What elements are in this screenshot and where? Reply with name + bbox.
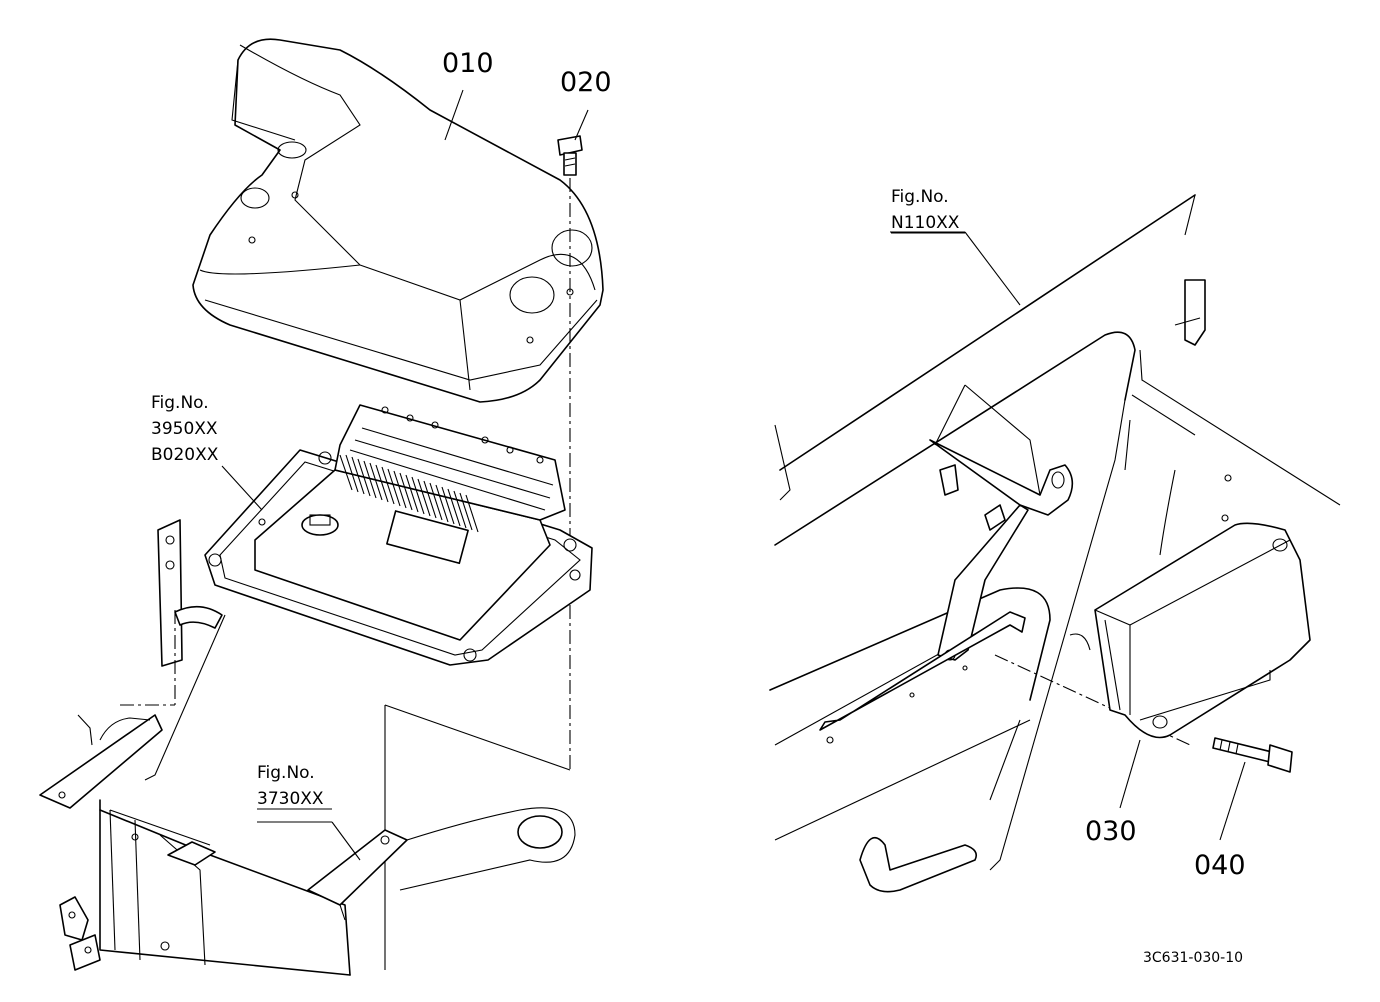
fig-ref-b020: B020XX: [151, 445, 219, 465]
leader-lines: [221, 89, 1246, 861]
ecu-controller: [204, 404, 593, 666]
cover-010: [192, 38, 604, 403]
fig-ref-3950: 3950XX: [151, 419, 218, 439]
fig-label-n110: Fig.No.: [891, 187, 949, 207]
part-number-040: 040: [1194, 850, 1246, 881]
bolt-020: [557, 135, 583, 770]
mounting-bracket-center: [307, 704, 576, 970]
fig-label-3950: Fig.No.: [151, 393, 209, 413]
fig-ref-3730: 3730XX: [257, 789, 324, 809]
controller-030: [1094, 522, 1311, 739]
fig-label-3730: Fig.No.: [257, 763, 315, 783]
mounting-bracket-right: [819, 384, 1191, 746]
part-number-030: 030: [1085, 816, 1137, 847]
bolt-040: [1212, 737, 1293, 773]
connector-pins: [339, 454, 479, 533]
connector-fins: [349, 427, 554, 511]
part-number-010: 010: [442, 48, 494, 79]
chassis-panel-right: [769, 194, 1341, 893]
part-number-020: 020: [560, 67, 612, 98]
frame-lower-left: [59, 799, 351, 976]
drawing-code: 3C631-030-10: [1143, 950, 1243, 966]
fig-ref-n110: N110XX: [891, 213, 960, 233]
mounting-bracket-left: [39, 519, 226, 809]
